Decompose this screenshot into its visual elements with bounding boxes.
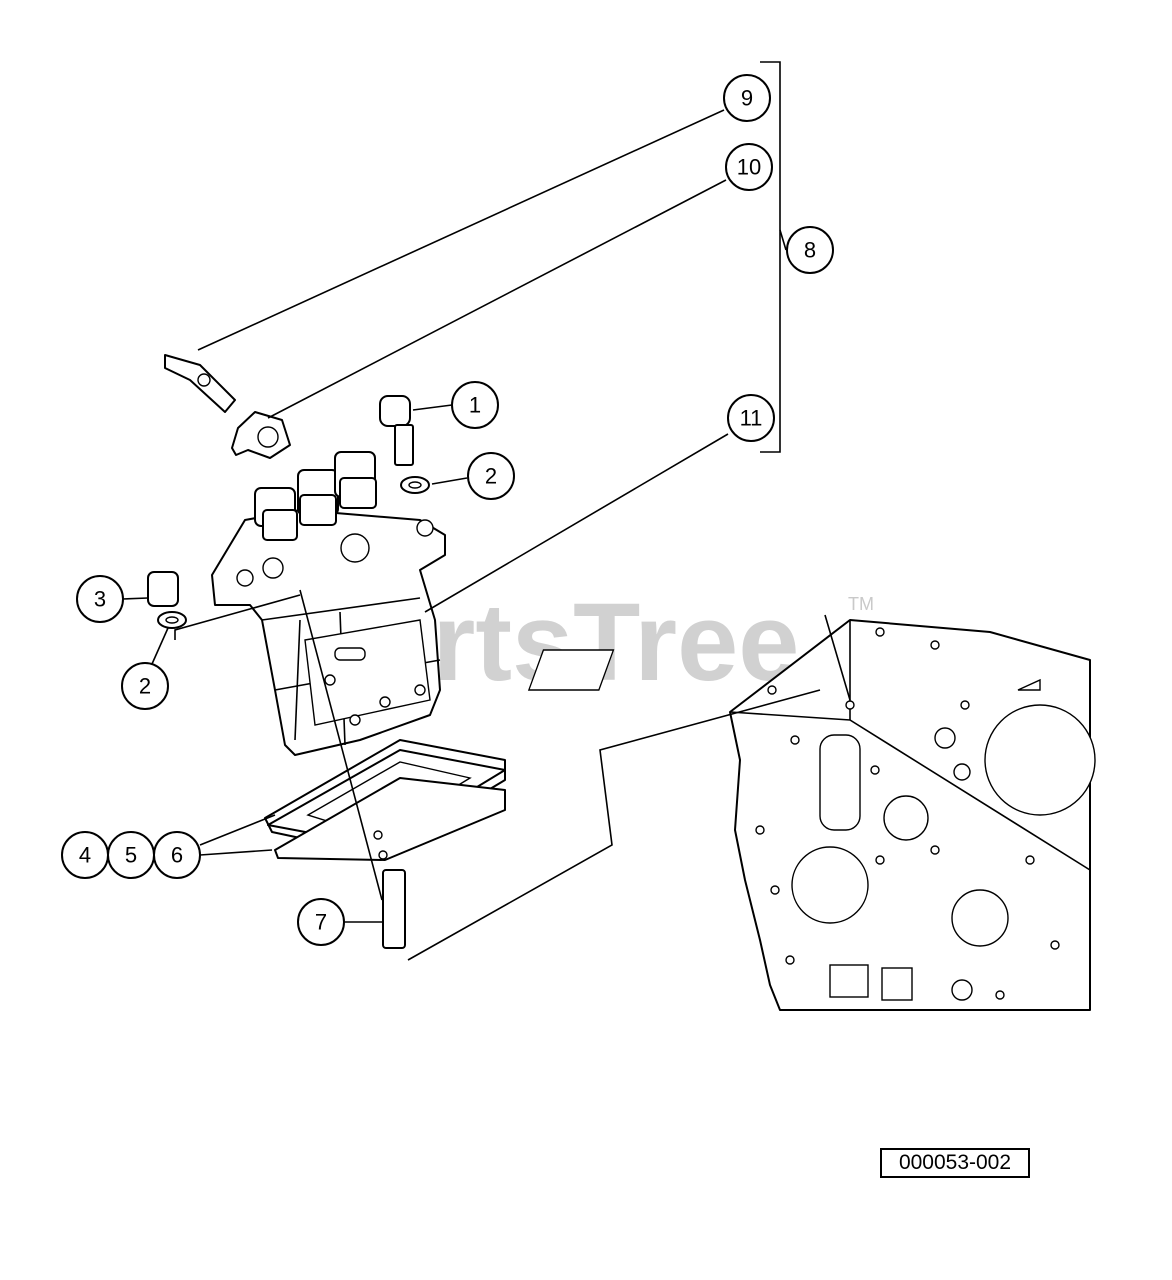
callout-2-lower: 2 — [121, 662, 169, 710]
leader-lines — [121, 61, 851, 961]
callout-9-label: 9 — [741, 86, 753, 111]
callout-11: 11 — [727, 394, 775, 442]
callout-4-label: 4 — [79, 843, 91, 868]
callout-6: 6 — [153, 831, 201, 879]
callout-7: 7 — [297, 898, 345, 946]
callout-4: 4 — [61, 831, 109, 879]
callout-2-upper-label: 2 — [485, 464, 497, 489]
callout-1: 1 — [451, 381, 499, 429]
injection-pump — [211, 451, 446, 756]
callout-10-label: 10 — [737, 155, 761, 180]
reference-code: 000053-002 — [880, 1148, 1030, 1178]
nut-and-washer — [147, 571, 187, 629]
callout-1-label: 1 — [469, 393, 481, 418]
callout-3-label: 3 — [94, 587, 106, 612]
engine-block — [527, 619, 1096, 1011]
callout-9: 9 — [723, 74, 771, 122]
callout-8-label: 8 — [804, 238, 816, 263]
banjo-fitting — [231, 411, 291, 459]
stud — [382, 869, 406, 949]
watermark-tm: TM — [848, 594, 874, 614]
callout-10: 10 — [725, 143, 773, 191]
callout-5-label: 5 — [125, 843, 137, 868]
callout-6-label: 6 — [171, 843, 183, 868]
cap-screw — [379, 395, 414, 466]
callout-2-upper: 2 — [467, 452, 515, 500]
pipe-bolt — [164, 354, 236, 413]
callout-2-lower-label: 2 — [139, 674, 151, 699]
callout-8: 8 — [786, 226, 834, 274]
callout-7-label: 7 — [315, 910, 327, 935]
callout-5: 5 — [107, 831, 155, 879]
gasket-stack — [264, 739, 506, 861]
callout-3: 3 — [76, 575, 124, 623]
callout-11-label: 11 — [740, 406, 763, 431]
washer-upper — [400, 476, 430, 494]
